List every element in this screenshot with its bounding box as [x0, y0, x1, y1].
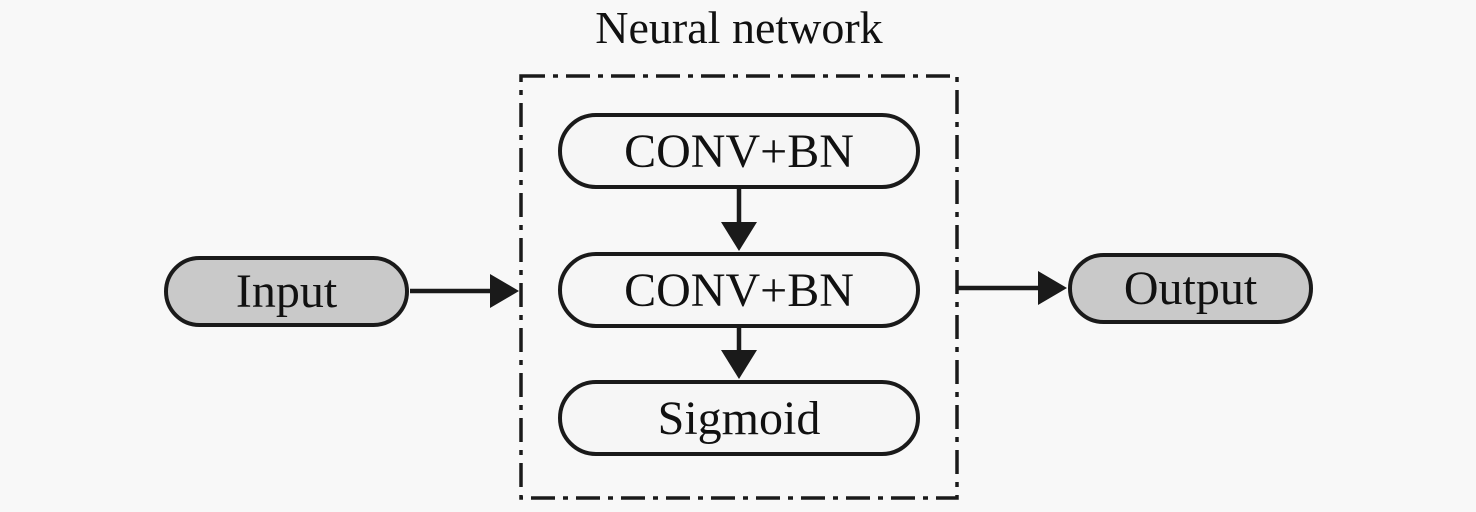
arrow-network-to-output: [958, 271, 1067, 305]
arrowhead-icon: [721, 222, 757, 251]
arrow-conv1-to-conv2: [721, 189, 757, 251]
arrowhead-icon: [490, 274, 519, 308]
layer-node-label: CONV+BN: [624, 263, 854, 317]
output-node: Output: [1068, 253, 1313, 324]
input-node-label: Input: [235, 265, 338, 318]
layer-node-sigmoid: Sigmoid: [558, 380, 920, 456]
input-node: Input: [164, 256, 409, 327]
layer-node-conv-bn-1: CONV+BN: [558, 113, 920, 189]
neural-network-boundary: [519, 74, 959, 500]
arrow-input-to-network: [410, 274, 519, 308]
layer-node-label: CONV+BN: [624, 124, 854, 178]
arrowhead-icon: [721, 350, 757, 379]
layer-node-label: Sigmoid: [657, 391, 821, 445]
arrow-conv2-to-sigmoid: [721, 328, 757, 379]
arrowhead-icon: [1038, 271, 1067, 305]
layer-node-conv-bn-2: CONV+BN: [558, 252, 920, 328]
diagram-title: Neural network: [595, 2, 883, 53]
output-node-label: Output: [1123, 262, 1258, 315]
